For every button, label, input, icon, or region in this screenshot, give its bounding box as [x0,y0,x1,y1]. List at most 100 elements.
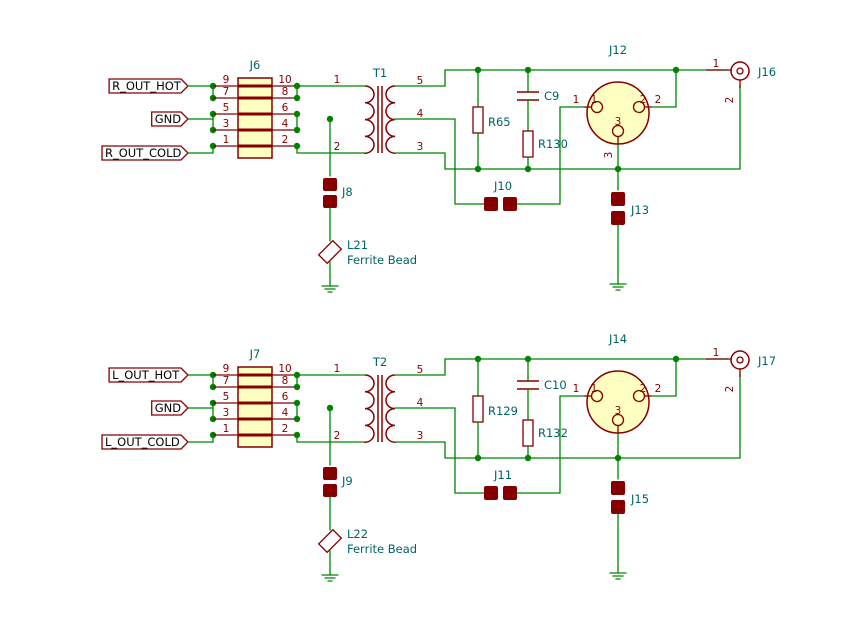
header-pin-number: 4 [282,118,289,130]
jumper-mid-pad [503,486,517,500]
coax-pin-number: 2 [724,386,736,393]
jumper-gnd-pad [323,195,337,208]
header-pin-number: 8 [282,375,289,387]
secondary-pin: 5 [417,75,424,87]
header-pin-number: 10 [278,74,291,86]
wire [651,358,677,397]
net-label-gnd-outline [151,400,189,416]
xlr-lead-number: 2 [655,94,662,106]
xlr-pin-number: 1 [591,383,598,395]
primary-pin: 1 [334,363,341,375]
bottom-rail [444,373,741,459]
jumper-shield-pad [611,481,625,495]
xlr-pin-number: 3 [615,116,622,128]
header-pin-number: 4 [282,407,289,419]
xlr-ref: J12 [608,43,627,57]
ferrite-ref: L21 [347,238,368,252]
header-pin-number: 9 [223,74,230,86]
header-pin-number: 8 [282,86,289,98]
header-contact-bar [238,417,272,421]
coax-center [736,356,744,364]
ferrite-bead-body [317,528,343,554]
secondary-pin: 3 [417,141,424,153]
secondary-pin: 4 [417,108,424,120]
coax-body [730,350,750,370]
primary-pin: 2 [334,430,341,442]
resistor-a-ref: R65 [488,115,511,129]
net-label-cold-outline [101,145,189,161]
net-label-gnd-outline [151,111,189,127]
coax-ref: J16 [757,65,776,79]
header-pin-number: 6 [282,391,289,403]
resistor-b-body [522,419,534,447]
ferrite-value: Ferrite Bead [347,253,417,267]
header-pin-number: 6 [282,102,289,114]
xlr-pin-number: 3 [615,405,622,417]
primary-pin: 1 [334,74,341,86]
jumper-mid-ref: J10 [493,179,512,193]
jumper-gnd-ref: J8 [341,185,353,199]
header-contact-bar [238,433,272,437]
xlr-pin-number: 1 [591,94,598,106]
jumper-mid-pad [484,197,498,211]
xlr-pin-number: 2 [640,94,647,106]
coax-pin-number: 2 [724,97,736,104]
resistor-a-body [472,395,484,423]
secondary-bottom-wire [394,441,446,459]
header-ref: J7 [249,347,261,361]
net-label-hot: R_OUT_HOT [112,79,182,93]
capacitor-ref: C10 [544,378,567,392]
primary-winding [364,85,375,154]
secondary-center-wire [394,407,456,494]
header-contact-bar [238,401,272,405]
jumper-mid-wire [516,106,585,205]
header-pin-number: 1 [223,423,230,435]
net-label-gnd: GND [155,112,182,126]
jumper-mid-ref: J11 [493,468,512,482]
secondary-winding [385,374,396,443]
jumper-gnd-ref: J9 [341,474,353,488]
resistor-b-body [522,130,534,158]
jumper-shield-pad [611,192,625,206]
resistor-b-ref: R130 [538,137,568,151]
transformer-ref: T1 [372,66,387,80]
header-pin-number: 9 [223,363,230,375]
secondary-pin: 3 [417,430,424,442]
primary-winding [364,374,375,443]
jumper-mid-pad [484,486,498,500]
header-contact-bar [238,96,272,100]
resistor-b-ref: R132 [538,426,568,440]
coax-pin-number: 1 [713,58,720,70]
secondary-pin: 5 [417,364,424,376]
ferrite-value: Ferrite Bead [347,542,417,556]
header-pin-number: 7 [223,375,230,387]
jumper-gnd-pad [323,484,337,497]
header-contact-bar [238,373,272,377]
net-label-cold: R_OUT_COLD [105,146,181,160]
header-contact-bar [238,385,272,389]
xlr-ref: J14 [608,332,627,346]
net-label-hot-outline [108,367,189,383]
header-pin-number: 3 [223,118,230,130]
secondary-top-wire [394,358,446,376]
wire [651,69,677,108]
header-pin-number: 5 [223,102,230,114]
header-pin-number: 2 [282,134,289,146]
primary-pin: 2 [334,141,341,153]
resistor-a-ref: R129 [488,404,518,418]
secondary-bottom-wire [394,152,446,170]
header-ref: J6 [249,58,261,72]
xlr-lead-number: 2 [655,383,662,395]
jumper-shield-ref: J15 [630,492,649,506]
header-contact-bar [238,144,272,148]
bottom-rail [444,84,741,170]
jumper-mid-wire [516,395,585,494]
header-contact-bar [238,112,272,116]
header-contact-bar [238,84,272,88]
jumper-shield-pad [611,211,625,225]
header-pin-number: 2 [282,423,289,435]
secondary-top-wire [394,69,446,87]
